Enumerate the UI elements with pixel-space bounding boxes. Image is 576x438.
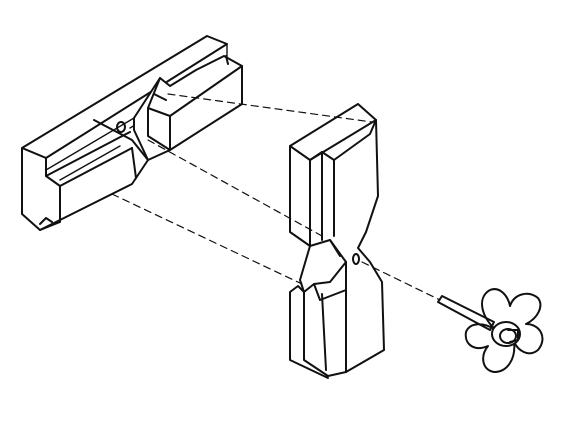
left-beam-taper bbox=[93, 119, 149, 179]
left-beam-tenon-edges bbox=[147, 55, 243, 151]
flower-center-outer bbox=[491, 321, 521, 347]
post-lower-block bbox=[289, 285, 347, 379]
dash-line-peg bbox=[361, 261, 441, 301]
dash-line-middle bbox=[147, 139, 323, 237]
post-peg-hole bbox=[352, 253, 360, 265]
left-beam-front-face bbox=[21, 147, 61, 231]
upright-post bbox=[289, 103, 385, 379]
left-beam-bottom-edge bbox=[39, 159, 149, 231]
post-left-face-upper bbox=[289, 145, 311, 247]
left-beam bbox=[21, 35, 243, 231]
post-mortise-edges bbox=[313, 239, 347, 301]
left-beam-peg-hole bbox=[116, 121, 126, 133]
flower-knob bbox=[464, 288, 544, 373]
peg-shaft bbox=[437, 295, 495, 331]
post-right-profile bbox=[345, 119, 385, 373]
flower-center-nub bbox=[507, 329, 519, 343]
left-beam-rail-lines bbox=[45, 131, 133, 187]
dash-line-top bbox=[167, 93, 373, 123]
post-inner-groove bbox=[321, 151, 347, 373]
flower-petals bbox=[464, 288, 544, 373]
post-mortise-cutout bbox=[299, 239, 347, 293]
left-beam-end-notch bbox=[39, 217, 53, 225]
dash-line-lower bbox=[111, 193, 303, 285]
alignment-lines bbox=[111, 93, 441, 301]
peg bbox=[437, 295, 495, 331]
